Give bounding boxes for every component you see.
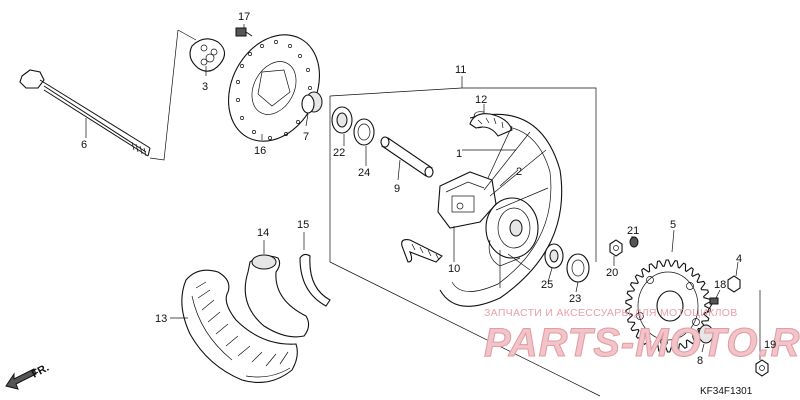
hub-plate-part: [189, 38, 226, 72]
collar-part: [301, 91, 323, 114]
tire-part: [181, 269, 298, 383]
nut-19-part: [755, 359, 769, 377]
nut-4-part: [727, 275, 741, 293]
bearing-25-part: [544, 243, 564, 269]
washer-21-part: [629, 236, 639, 248]
callout-25: 25: [541, 279, 553, 291]
callout-22: 22: [333, 147, 345, 159]
oil-seal-24-part: [353, 118, 375, 146]
bearing-22-part: [331, 106, 353, 134]
callout-21: 21: [627, 225, 639, 237]
nut-20-part: [609, 239, 623, 257]
collar-8-part: [698, 324, 714, 344]
spokes: [483, 125, 549, 288]
callout-8: 8: [697, 355, 703, 367]
callout-16: 16: [254, 145, 266, 157]
callout-18: 18: [714, 279, 726, 291]
callout-11: 11: [455, 64, 466, 76]
callout-24: 24: [358, 167, 370, 179]
callout-labels: 1 2 3 4 5 6 7 8 9 10 11 12 13 14 15 16 1…: [81, 11, 776, 367]
watermark-caption: ЗАПЧАСТИ И АКСЕССУАРЫ ДЛЯ МОТОЦИКЛОВ: [484, 307, 738, 319]
callout-10: 10: [448, 263, 460, 275]
callout-20: 20: [606, 267, 618, 279]
front-direction-label: FR.: [30, 362, 51, 381]
callout-19: 19: [764, 339, 776, 351]
tube-part: [244, 254, 310, 338]
rim-strip-part: [469, 113, 513, 137]
wheel-hub-part: [437, 171, 539, 267]
callout-6: 6: [81, 139, 87, 151]
watermark: ЗАПЧАСТИ И АКСЕССУАРЫ ДЛЯ МОТОЦИКЛОВ PAR…: [484, 307, 800, 366]
front-direction-arrow: FR.: [5, 362, 51, 390]
callout-1: 1: [456, 148, 462, 160]
diagram-code: KF34F1301: [700, 386, 753, 397]
leader-lines: [85, 24, 739, 353]
rim-strip-lower-part: [401, 239, 443, 263]
callout-15: 15: [297, 219, 309, 231]
callout-7: 7: [303, 131, 309, 143]
rim-band-part: [299, 253, 331, 307]
callout-12: 12: [475, 94, 487, 106]
callout-23: 23: [569, 293, 581, 305]
brake-disc-part: [227, 34, 321, 142]
callout-4: 4: [736, 253, 742, 265]
bolt-17-part: [235, 27, 253, 37]
callout-17: 17: [238, 11, 250, 23]
sprocket-part: [625, 259, 711, 353]
callout-13: 13: [155, 313, 167, 325]
distance-collar-part: [380, 136, 434, 178]
callout-2: 2: [516, 166, 522, 178]
callout-14: 14: [257, 227, 269, 239]
callout-3: 3: [202, 81, 208, 93]
callout-5: 5: [670, 219, 676, 231]
oil-seal-23-part: [566, 253, 590, 283]
assembly-bracket: [329, 76, 601, 397]
watermark-logo: PARTS-MOTO.RU: [484, 321, 800, 365]
reference-lines: [149, 29, 197, 161]
callout-9: 9: [394, 183, 400, 195]
axle-part: [19, 69, 151, 157]
bolt-18-part: [705, 297, 719, 315]
